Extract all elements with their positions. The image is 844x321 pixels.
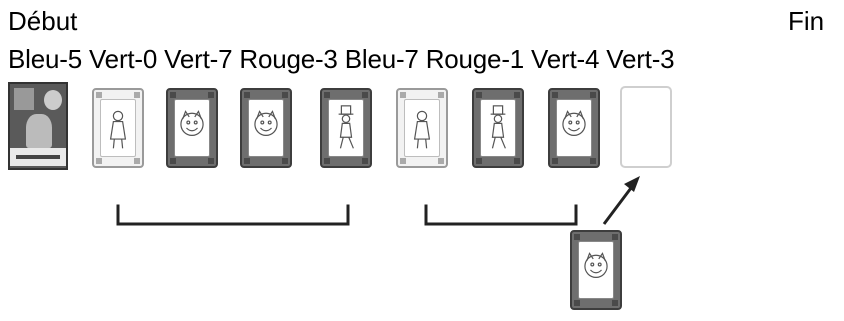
alice-figure-icon [413, 110, 431, 149]
start-label: Début [8, 6, 78, 36]
drawn-card [570, 230, 622, 310]
sequence-card-3 [240, 88, 292, 168]
card-sequence-label: Bleu-5 Vert-0 Vert-7 Rouge-3 Bleu-7 Roug… [8, 44, 675, 74]
sequence-card-7 [548, 88, 600, 168]
cat-figure-icon [254, 110, 278, 136]
group-bracket-1 [116, 204, 350, 226]
sequence-card-5 [396, 88, 448, 168]
cat-figure-icon [180, 110, 204, 136]
deck-box-image [8, 82, 68, 170]
cat-figure-icon [562, 110, 586, 136]
end-label: Fin [788, 6, 825, 36]
cat-figure-icon [584, 252, 608, 278]
alice-figure-icon [109, 110, 127, 149]
sequence-card-1 [92, 88, 144, 168]
arrow-icon [602, 176, 640, 225]
group-bracket-2 [424, 204, 578, 226]
hatter-figure-icon [490, 105, 506, 149]
sequence-card-2 [166, 88, 218, 168]
sequence-card-6 [472, 88, 524, 168]
sequence-card-4 [320, 88, 372, 168]
hatter-figure-icon [338, 105, 354, 149]
empty-card-slot [620, 86, 672, 168]
